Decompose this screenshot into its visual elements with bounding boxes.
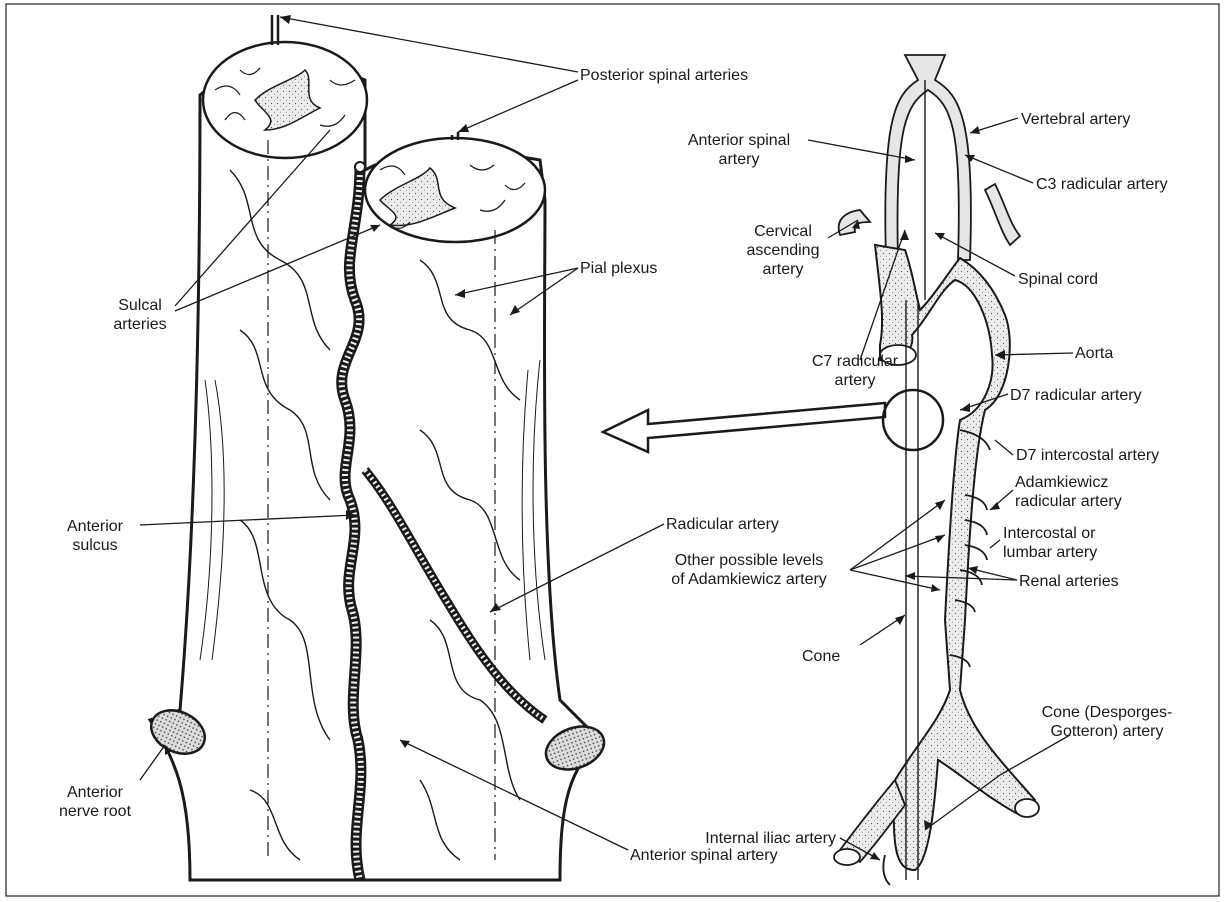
label-c3-radicular-artery: C3 radicular artery [1036, 175, 1168, 194]
spinal-cord-segment-illustration [144, 15, 610, 880]
label-anterior-sulcus-line2: sulcus [40, 536, 150, 555]
label-adamkiewicz-line2: radicular artery [1015, 492, 1122, 511]
label-cervical-ascending-artery-line1: Cervical [738, 222, 828, 241]
label-cone-desporges-line2: Gotteron) artery [1022, 722, 1192, 741]
label-adamkiewicz-radicular-artery: Adamkiewicz radicular artery [1015, 473, 1122, 511]
label-anterior-nerve-root-line2: nerve root [40, 802, 150, 821]
aorta-illustration [834, 55, 1039, 885]
label-other-possible-levels-line1: Other possible levels [640, 551, 858, 570]
label-sulcal-arteries: Sulcal arteries [100, 296, 180, 334]
label-other-possible-levels: Other possible levels of Adamkiewicz art… [640, 551, 858, 589]
label-anterior-spinal-artery-left: Anterior spinal artery [630, 846, 778, 865]
label-renal-arteries: Renal arteries [1019, 572, 1119, 591]
label-vertebral-artery: Vertebral artery [1021, 110, 1130, 129]
posterior-spinal-artery-left-stub [272, 15, 278, 45]
label-cervical-ascending-artery-line3: artery [738, 260, 828, 279]
label-d7-intercostal-artery: D7 intercostal artery [1016, 446, 1159, 465]
label-cervical-ascending-artery-line2: ascending [738, 241, 828, 260]
label-d7-radicular-artery: D7 radicular artery [1010, 386, 1142, 405]
label-anterior-nerve-root: Anterior nerve root [40, 783, 150, 821]
label-c7-radicular-artery-line2: artery [800, 371, 910, 390]
magnification-circle [883, 390, 943, 450]
label-cone-desporges-line1: Cone (Desporges- [1022, 703, 1192, 722]
label-intercostal-or-lumbar-artery: Intercostal or lumbar artery [1003, 524, 1097, 562]
label-anterior-spinal-artery-right-line2: artery [670, 150, 808, 169]
label-sulcal-arteries-line2: arteries [100, 315, 180, 334]
label-c7-radicular-artery-line1: C7 radicular [800, 352, 910, 371]
label-spinal-cord: Spinal cord [1018, 270, 1098, 289]
label-intercostal-line1: Intercostal or [1003, 524, 1097, 543]
label-anterior-spinal-artery-right-line1: Anterior spinal [670, 131, 808, 150]
label-intercostal-line2: lumbar artery [1003, 543, 1097, 562]
label-c7-radicular-artery: C7 radicular artery [800, 352, 910, 390]
label-posterior-spinal-arteries: Posterior spinal arteries [580, 66, 748, 85]
label-anterior-spinal-artery-right: Anterior spinal artery [670, 131, 808, 169]
magnification-arrow [603, 403, 885, 452]
label-pial-plexus: Pial plexus [580, 259, 657, 278]
label-cone-desporges-gotteron-artery: Cone (Desporges- Gotteron) artery [1022, 703, 1192, 741]
label-other-possible-levels-line2: of Adamkiewicz artery [640, 570, 858, 589]
label-sulcal-arteries-line1: Sulcal [100, 296, 180, 315]
label-aorta: Aorta [1075, 344, 1113, 363]
label-anterior-nerve-root-line1: Anterior [40, 783, 150, 802]
label-cone: Cone [802, 647, 840, 666]
label-radicular-artery: Radicular artery [666, 515, 779, 534]
label-anterior-sulcus: Anterior sulcus [40, 517, 150, 555]
label-anterior-sulcus-line1: Anterior [40, 517, 150, 536]
label-adamkiewicz-line1: Adamkiewicz [1015, 473, 1122, 492]
label-internal-iliac-artery: Internal iliac artery [650, 829, 836, 848]
label-cervical-ascending-artery: Cervical ascending artery [738, 222, 828, 279]
